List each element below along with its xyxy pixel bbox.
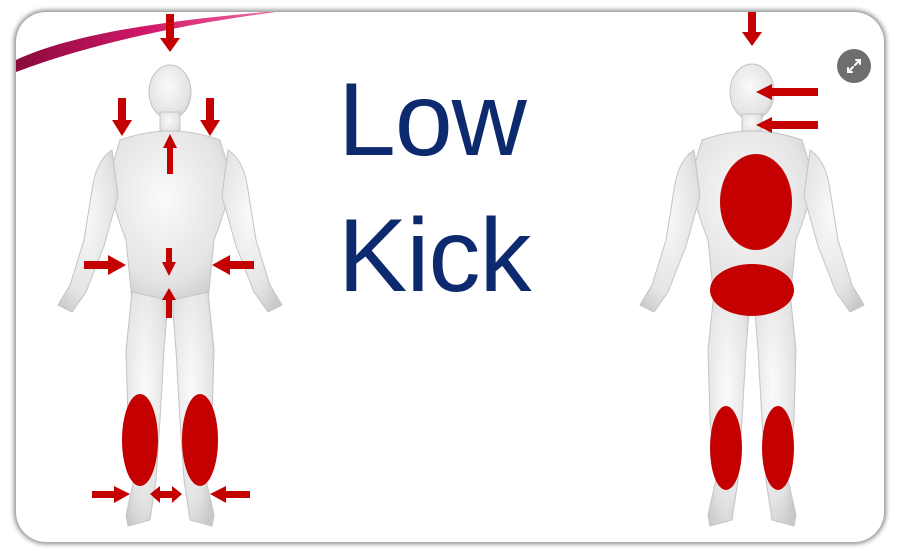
expand-icon xyxy=(845,57,863,75)
arrow-right-left-ankle-icon xyxy=(92,486,130,503)
arrow-left-right-ankle-icon xyxy=(210,486,250,503)
right-back-calf-target-icon xyxy=(762,406,794,490)
expand-button[interactable] xyxy=(837,49,871,83)
title-line-1: Low xyxy=(338,52,530,188)
arrow-down-head-icon xyxy=(160,14,180,52)
arrow-left-neck-lower-icon xyxy=(756,117,818,133)
right-calf-target-icon xyxy=(182,394,218,486)
title-line-2: Kick xyxy=(338,188,530,324)
left-calf-target-icon xyxy=(122,394,158,486)
arrow-down-back-head-icon xyxy=(742,12,762,46)
lower-back-target-icon xyxy=(710,264,794,316)
arrow-down-right-shoulder-icon xyxy=(200,98,220,136)
arrow-down-left-shoulder-icon xyxy=(112,98,132,136)
slide-title: Low Kick xyxy=(338,52,530,324)
upper-back-target-icon xyxy=(720,154,792,250)
left-back-calf-target-icon xyxy=(710,406,742,490)
